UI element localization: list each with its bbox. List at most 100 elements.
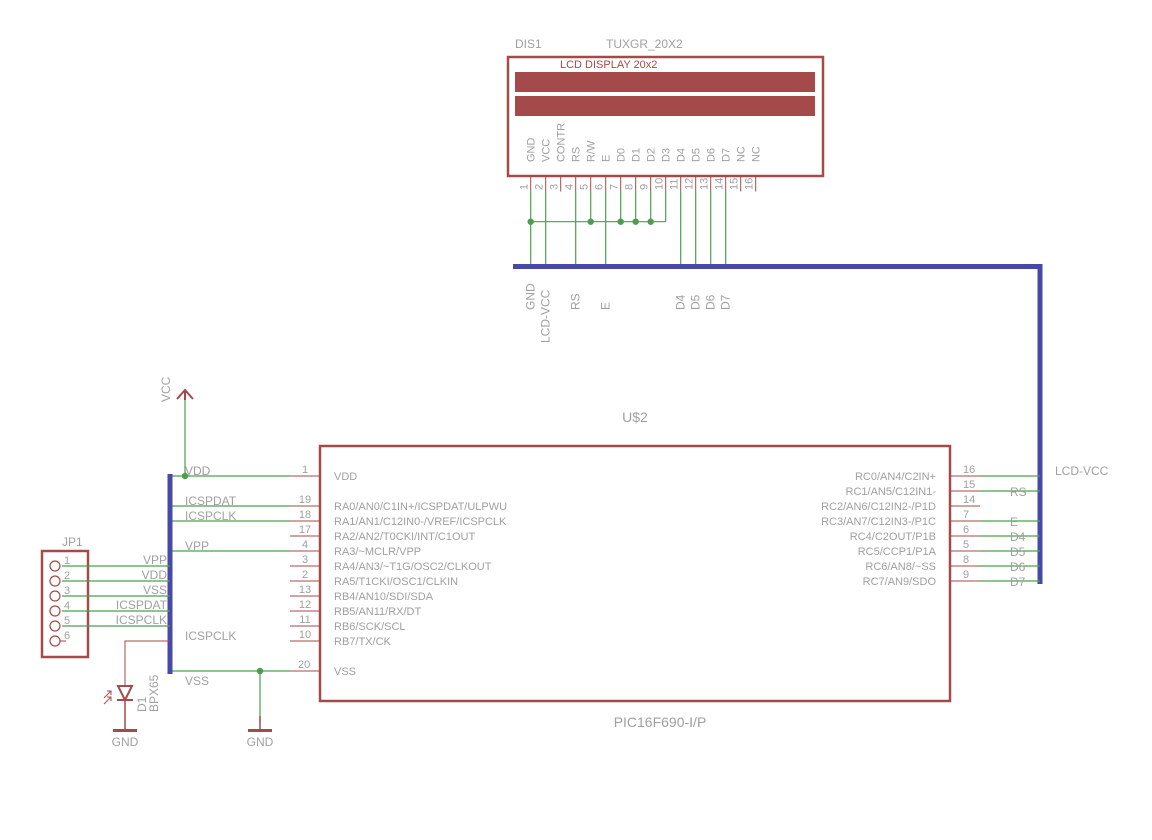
pin-number: 4 — [64, 600, 70, 612]
junction — [632, 218, 639, 225]
lcd-pin-9[interactable]: 9D2 — [639, 148, 658, 192]
lcd-pin-8[interactable]: 8 D1 — [624, 148, 643, 192]
net-label: D5 — [1010, 545, 1026, 559]
bus-net-label: D5 — [689, 294, 703, 310]
pin-number: 2 — [302, 569, 308, 581]
bus-net-label: GND — [524, 283, 538, 310]
lcd-display-part[interactable]: DIS1 TUXGR_20X2 LCD DISPLAY 20x2 — [506, 37, 825, 178]
pin-name: R/W — [586, 140, 598, 162]
lcd-pin-7[interactable]: 7D0 — [609, 148, 628, 192]
pin-number: 12 — [299, 599, 311, 611]
photodiode-d1[interactable]: D1 BPX65 GND — [103, 674, 161, 749]
junction — [256, 667, 264, 675]
lcd-pin-5[interactable]: 5R/W — [579, 140, 598, 192]
jp1-header[interactable]: JP1 — [40, 535, 90, 659]
mcu-part[interactable]: U$2 PIC16F690-I/P — [318, 409, 952, 730]
pin-number: 2 — [534, 184, 546, 190]
gnd-symbol-mcu: GND — [247, 716, 274, 749]
jp1-ref: JP1 — [62, 535, 83, 549]
bus-net-label: RS — [569, 293, 583, 310]
pin-name: D1 — [631, 148, 643, 162]
pin-number: 16 — [744, 178, 756, 190]
pin-name: D4 — [676, 148, 688, 162]
pin-number: 11 — [299, 614, 310, 626]
pin-number: 3 — [302, 554, 308, 566]
pin-number: 12 — [684, 178, 696, 190]
mcu-ref: U$2 — [622, 409, 648, 425]
pin-name: VDD — [334, 471, 357, 483]
lcd-pin-11[interactable]: 11 D4 — [669, 148, 688, 192]
lcd-row-1 — [515, 72, 815, 92]
pin-name: RA4/AN3/~T1G/OSC2/CLKOUT — [334, 561, 492, 573]
jp1-pin-6[interactable]: 6 — [49, 630, 70, 647]
pin-name: RA0/AN0/C1IN+/ICSPDAT/ULPWU — [334, 501, 507, 513]
pin-number: 8 — [963, 554, 969, 566]
jp1-pin-4[interactable]: 4 ICSPDAT — [49, 598, 170, 617]
diode-ref: D1 — [135, 696, 149, 712]
pin-number: 6 — [963, 524, 969, 536]
pin-number: 19 — [299, 494, 311, 506]
lcd-pin-6[interactable]: 6E — [594, 155, 613, 192]
pin-name: RC3/AN7/C12IN3-/P1C — [821, 516, 936, 528]
net-label: ICSPDAT — [116, 598, 168, 612]
pin-number: 17 — [299, 524, 311, 536]
pin-number: 7 — [963, 509, 969, 521]
net-label: ICSPCLK — [185, 509, 236, 523]
lcd-value: TUXGR_20X2 — [606, 37, 683, 51]
pin-number: 8 — [624, 184, 636, 190]
lcd-row-2 — [515, 96, 815, 116]
pin-name: E — [601, 155, 613, 162]
bus-net-label: D4 — [674, 294, 688, 310]
pin-number: 13 — [299, 584, 311, 596]
net-label: VSS — [185, 674, 209, 688]
pin-number: 11 — [669, 179, 681, 190]
pin-name: RA5/T1CKI/OSC1/CLKIN — [334, 576, 458, 588]
pin-name: D3 — [661, 148, 673, 162]
lcd-pin-4[interactable]: 4RS — [564, 147, 583, 192]
pin-name: RB5/AN11/RX/DT — [334, 606, 421, 618]
pin-name: RC2/AN6/C12IN2-/P1D — [821, 501, 936, 513]
pin-number: 1 — [519, 184, 531, 190]
pin-number: 6 — [64, 630, 70, 642]
pad-icon — [49, 635, 61, 647]
pin-number: 9 — [639, 184, 651, 190]
net-label: VPP — [143, 553, 167, 567]
pin-number: 3 — [549, 184, 561, 190]
pin-number: 4 — [564, 184, 576, 190]
pin-name: RA2/AN2/T0CKI/INT/C1OUT — [334, 531, 475, 543]
